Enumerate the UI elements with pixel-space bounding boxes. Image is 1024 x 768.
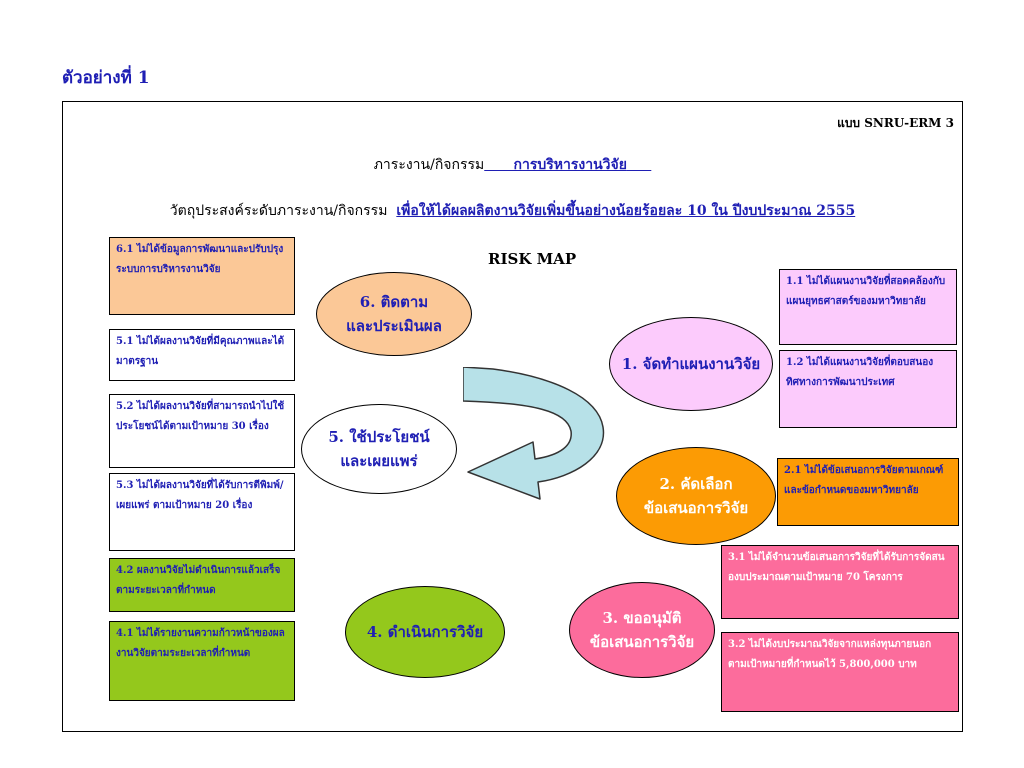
risk-box-3-2: 3.2 ไม่ได้งบประมาณวิจัยจากแหล่งทุนภายนอก… [721, 632, 959, 712]
risk-box-2-1: 2.1 ไม่ได้ข้อเสนอการวิจัยตามเกณฑ์และข้อก… [777, 458, 959, 526]
risk-box-1-2: 1.2 ไม่ได้แผนงานวิจัยที่ตอบสนองทิศทางการ… [779, 350, 957, 428]
risk-map-frame: แบบ SNRU-ERM 3 ภาระงาน/กิจกรรม การบริหาร… [62, 101, 963, 732]
risk-box-5-2: 5.2 ไม่ได้ผลงานวิจัยที่สามารถนำไปใช้ประโ… [109, 394, 295, 468]
step-2-ellipse: 2. คัดเลือก ข้อเสนอการวิจัย [616, 447, 776, 545]
task-line: ภาระงาน/กิจกรรม การบริหารงานวิจัย [63, 154, 962, 176]
risk-box-5-1: 5.1 ไม่ได้ผลงานวิจัยที่มีคุณภาพและได้มาต… [109, 329, 295, 381]
step-6-label: 6. ติดตาม และประเมินผล [346, 293, 442, 335]
risk-map-title: RISK MAP [488, 250, 577, 268]
step-5-label: 5. ใช้ประโยชน์ และเผยแพร่ [328, 428, 430, 470]
risk-box-1-1: 1.1 ไม่ได้แผนงานวิจัยที่สอดคล้องกับแผนยุ… [779, 269, 957, 345]
objective-line: วัตถุประสงค์ระดับภาระงาน/กิจกรรม เพื่อให… [63, 200, 962, 222]
step-4-ellipse: 4. ดำเนินการวิจัย [345, 586, 505, 678]
step-5-ellipse: 5. ใช้ประโยชน์ และเผยแพร่ [301, 404, 457, 494]
objective-label: วัตถุประสงค์ระดับภาระงาน/กิจกรรม [169, 203, 388, 219]
step-6-ellipse: 6. ติดตาม และประเมินผล [316, 272, 472, 356]
step-3-ellipse: 3. ขออนุมัติ ข้อเสนอการวิจัย [569, 582, 715, 678]
step-1-ellipse: 1. จัดทำแผนงานวิจัย [609, 317, 773, 411]
risk-box-6-1: 6.1 ไม่ได้ข้อมูลการพัฒนาและปรับปรุงระบบก… [109, 237, 295, 315]
form-code: แบบ SNRU-ERM 3 [837, 116, 954, 130]
curved-arrow-icon [463, 367, 605, 500]
risk-box-4-2: 4.2 ผลงานวิจัยไม่ดำเนินการแล้วเสร็จตามระ… [109, 558, 295, 612]
step-3-label: 3. ขออนุมัติ ข้อเสนอการวิจัย [589, 609, 695, 651]
risk-box-4-1: 4.1 ไม่ได้รายงานความก้าวหน้าของผลงานวิจั… [109, 621, 295, 701]
objective-value: เพื่อให้ได้ผลผลิตงานวิจัยเพิ่มขึ้นอย่างน… [396, 203, 856, 219]
page-heading: ตัวอย่างที่ 1 [62, 68, 150, 88]
step-4-label: 4. ดำเนินการวิจัย [366, 623, 484, 641]
step-2-label: 2. คัดเลือก ข้อเสนอการวิจัย [643, 475, 749, 517]
step-1-label: 1. จัดทำแผนงานวิจัย [621, 355, 761, 373]
risk-box-5-3: 5.3 ไม่ได้ผลงานวิจัยที่ได้รับการตีพิมพ์/… [109, 473, 295, 551]
task-value: การบริหารงานวิจัย [513, 157, 627, 173]
risk-box-3-1: 3.1 ไม่ได้จำนวนข้อเสนอการวิจัยที่ได้รับก… [721, 545, 959, 619]
task-label: ภาระงาน/กิจกรรม [373, 157, 485, 173]
